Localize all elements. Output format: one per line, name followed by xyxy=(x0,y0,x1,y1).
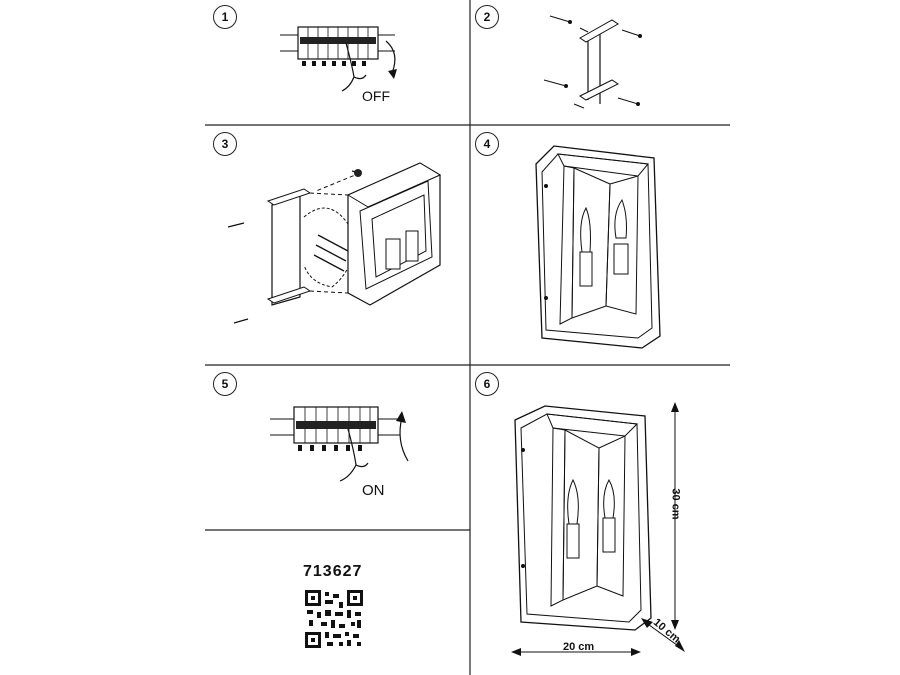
step-number-1: 1 xyxy=(213,5,237,29)
product-code: 713627 xyxy=(303,563,363,580)
assembled-lamp-open-illustration xyxy=(535,145,661,349)
breaker-panel-on-illustration xyxy=(270,406,409,482)
breaker-panel-off-illustration xyxy=(280,26,397,92)
off-label: OFF xyxy=(362,88,390,104)
height-dimension-label: 30 cm xyxy=(669,488,682,520)
width-dimension-label: 20 cm xyxy=(563,641,595,653)
step-number-2: 2 xyxy=(475,5,499,29)
mounting-bracket-illustration xyxy=(543,15,642,109)
step-number-4: 4 xyxy=(475,132,499,156)
step-number-6: 6 xyxy=(475,372,499,396)
on-label: ON xyxy=(362,482,385,499)
qr-code-image xyxy=(305,590,363,648)
wall-mounting-wiring-illustration xyxy=(227,162,442,324)
step-number-5: 5 xyxy=(213,372,237,396)
step-number-3: 3 xyxy=(213,132,237,156)
lamp-dimensions-illustration xyxy=(511,402,685,656)
